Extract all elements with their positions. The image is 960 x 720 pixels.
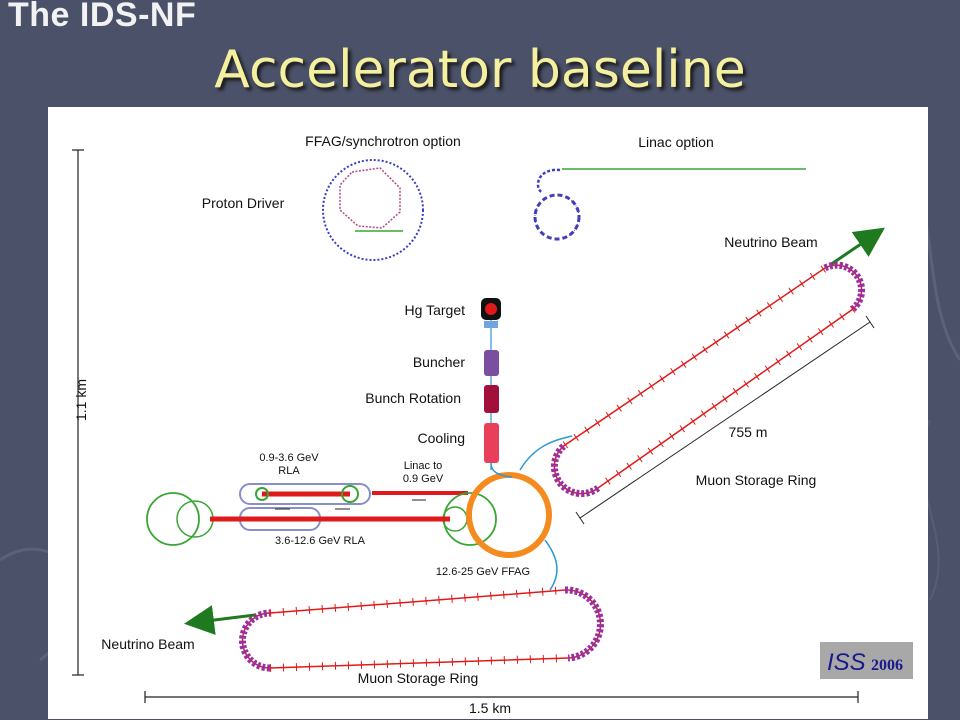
ffag-ring bbox=[466, 472, 552, 558]
badge-iss-text: ISS bbox=[827, 649, 866, 676]
neutrino-beam-top-label: Neutrino Beam bbox=[724, 234, 817, 250]
diagram-panel: 1.1 km 1.5 km FFAG/synchrotron option Pr… bbox=[48, 107, 928, 719]
linac-to-label-line1: Linac to bbox=[404, 460, 443, 472]
neutrino-beam-arrow-bottom bbox=[184, 605, 256, 635]
linac-option bbox=[533, 168, 806, 241]
buncher-block bbox=[484, 350, 499, 376]
upper-ring-length-marker bbox=[575, 315, 875, 525]
badge-year-text: 2006 bbox=[871, 657, 903, 674]
cooling-label: Cooling bbox=[418, 430, 465, 446]
ffag-option-label: FFAG/synchrotron option bbox=[305, 133, 461, 149]
transfer-line-cooling-ffag bbox=[490, 462, 513, 478]
length-755m-label: 755 m bbox=[729, 424, 768, 440]
linac-to-label-line2: 0.9 GeV bbox=[403, 473, 444, 485]
buncher-label: Buncher bbox=[413, 354, 465, 370]
ffag-label: 12.6-25 GeV FFAG bbox=[436, 566, 530, 578]
height-scale-bar bbox=[72, 149, 84, 676]
bunch-rotation-block bbox=[484, 385, 499, 413]
proton-driver-label: Proton Driver bbox=[202, 195, 285, 211]
rla1-label-line1: 0.9-3.6 GeV bbox=[259, 452, 319, 464]
iss-2006-badge: ISS 2006 bbox=[820, 642, 913, 679]
transfer-line-to-lower-ring bbox=[544, 539, 558, 591]
page-title: Accelerator baseline bbox=[214, 40, 746, 100]
header-subtitle: The IDS-NF bbox=[8, 0, 197, 34]
storage-ring-lower-label: Muon Storage Ring bbox=[358, 670, 479, 686]
proton-driver-ffag-option bbox=[322, 159, 424, 261]
width-scale-label: 1.5 km bbox=[469, 700, 511, 716]
height-scale-label: 1.1 km bbox=[73, 379, 89, 421]
hg-target bbox=[481, 298, 501, 328]
rla-3.6-12.6-gev bbox=[146, 492, 497, 546]
storage-ring-upper-label: Muon Storage Ring bbox=[696, 472, 817, 488]
bunch-rotation-label: Bunch Rotation bbox=[365, 390, 461, 406]
rla-0.9-3.6-gev bbox=[239, 483, 371, 505]
cooling-block bbox=[484, 423, 499, 463]
width-scale-bar bbox=[144, 691, 859, 703]
muon-storage-ring-upper bbox=[550, 261, 866, 498]
hg-target-label: Hg Target bbox=[405, 302, 466, 318]
rla2-label: 3.6-12.6 GeV RLA bbox=[275, 535, 366, 547]
transfer-line-to-upper-ring bbox=[519, 435, 573, 471]
accelerator-diagram: 1.1 km 1.5 km FFAG/synchrotron option Pr… bbox=[72, 133, 913, 716]
linac-option-label: Linac option bbox=[638, 134, 714, 150]
neutrino-beam-bottom-label: Neutrino Beam bbox=[101, 636, 194, 652]
muon-storage-ring-lower bbox=[239, 586, 604, 672]
rla1-label-line2: RLA bbox=[278, 465, 300, 477]
neutrino-beam-arrow-top bbox=[829, 227, 885, 267]
